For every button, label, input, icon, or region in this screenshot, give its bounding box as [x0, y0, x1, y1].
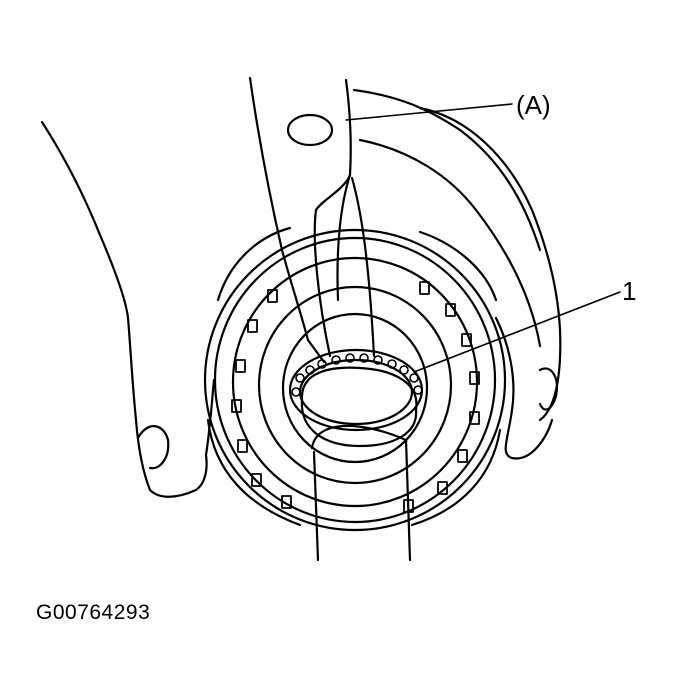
outer-ring-teeth	[231, 281, 480, 513]
figure-code: G00764293	[36, 601, 151, 624]
leader-lines	[345, 103, 621, 373]
leader-line-1	[413, 291, 621, 373]
inner-race	[288, 348, 424, 432]
leader-line-a	[345, 103, 513, 121]
bearing-housing	[203, 226, 507, 532]
shaft	[300, 366, 418, 562]
right-hand	[418, 106, 562, 460]
left-hand	[40, 120, 216, 498]
pliers-tool	[248, 76, 542, 364]
callout-tool-a: (A)	[516, 90, 551, 120]
callout-part-1: 1	[622, 276, 637, 306]
